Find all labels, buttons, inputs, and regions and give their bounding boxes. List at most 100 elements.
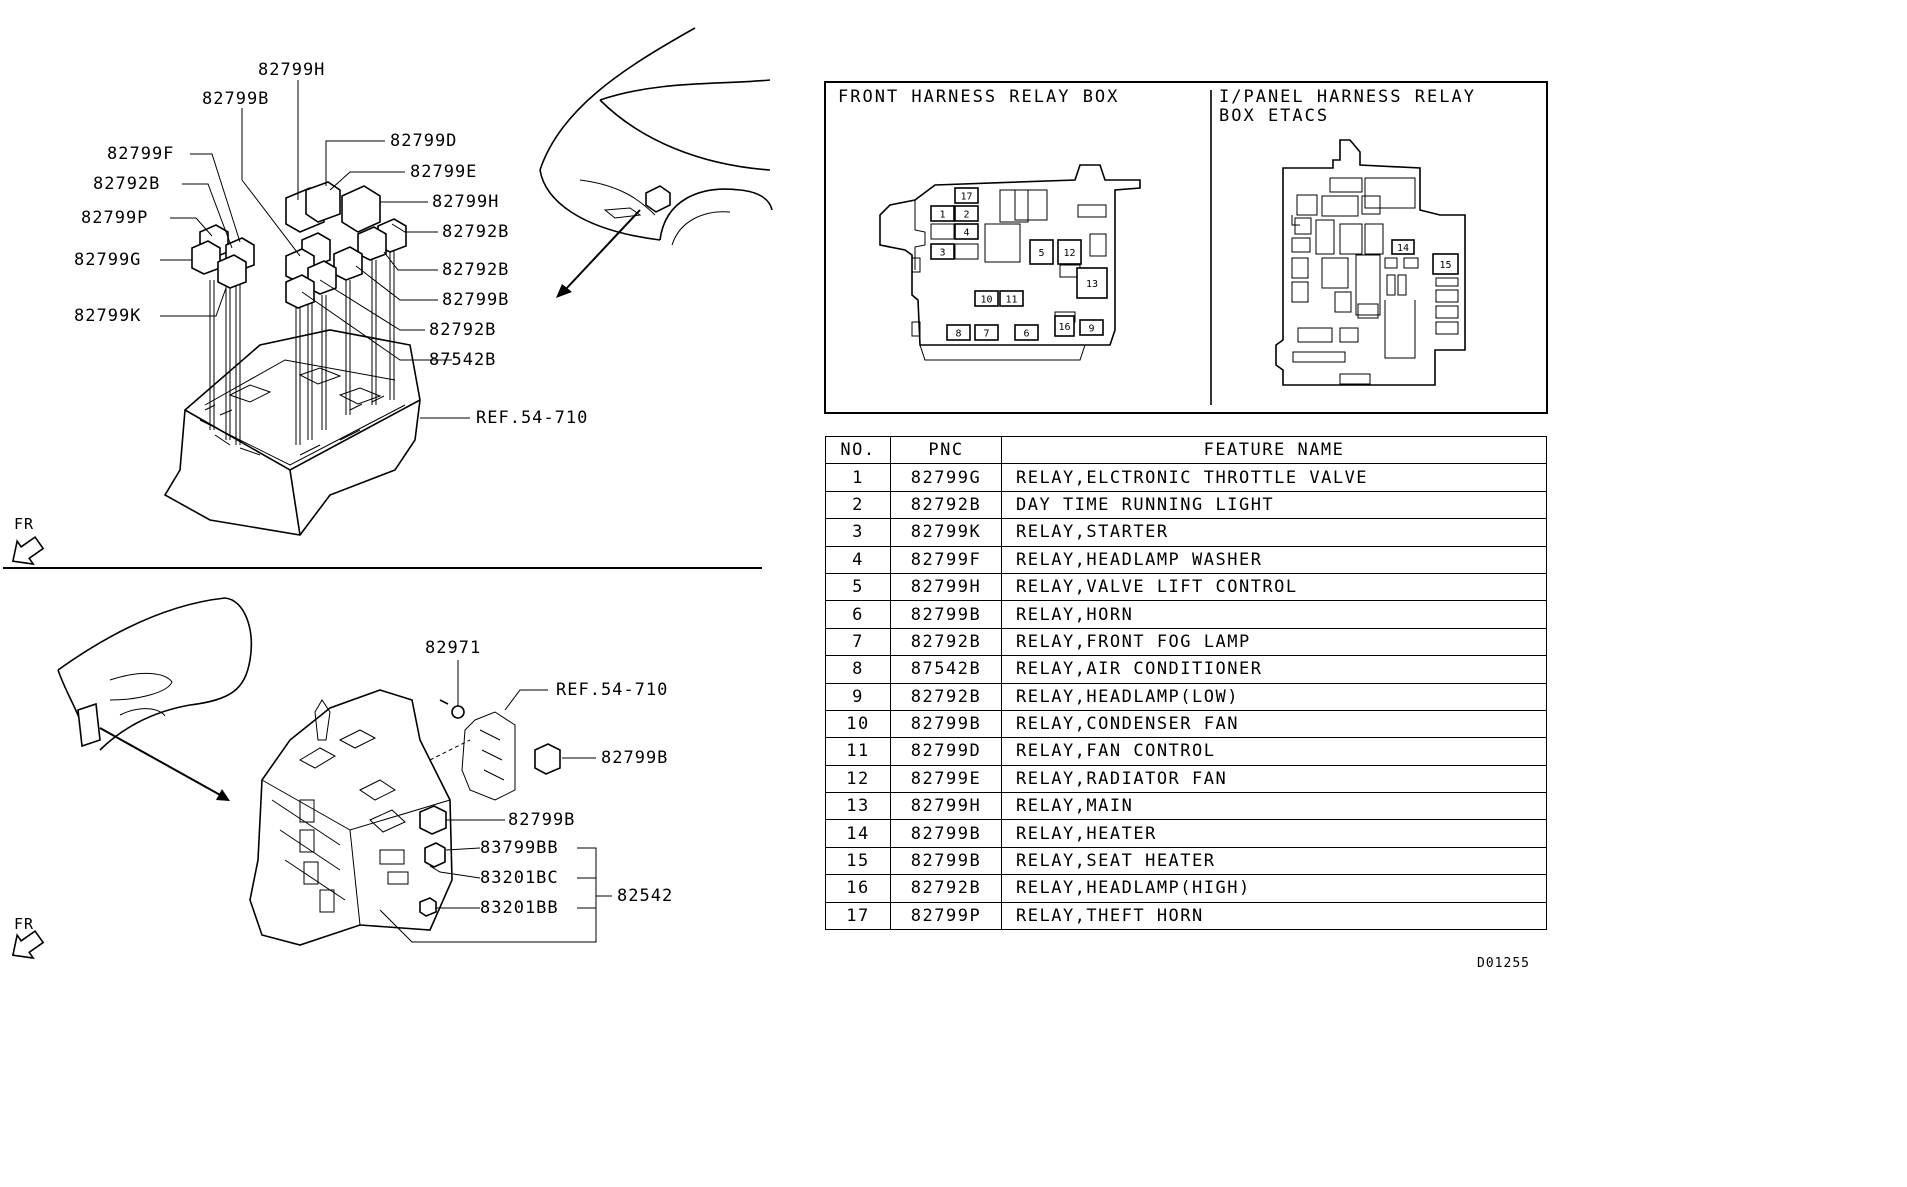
cell-pnc: 82799K — [890, 518, 1002, 547]
cell-pnc: 82799P — [890, 901, 1002, 931]
fr-arrow-icon-bottom — [11, 929, 45, 960]
ref-label-bottom: REF.54-710 — [556, 680, 669, 700]
callout-82792b-left: 82792B — [93, 174, 161, 194]
cell-pnc: 87542B — [890, 655, 1002, 684]
cell-feature-name: RELAY,ELCTRONIC THROTTLE VALVE — [1001, 463, 1547, 492]
cell-no: 4 — [825, 545, 891, 574]
cell-no: 9 — [825, 682, 891, 711]
callout-83201bc: 83201BC — [480, 868, 559, 888]
cell-no: 14 — [825, 819, 891, 848]
dashboard-illustration — [57, 597, 253, 801]
cell-feature-name: RELAY,AIR CONDITIONER — [1001, 655, 1547, 684]
cell-feature-name: RELAY,VALVE LIFT CONTROL — [1001, 572, 1547, 602]
cell-no: 12 — [825, 764, 891, 794]
relay-slot-number: 7 — [983, 329, 989, 340]
callout-82799d: 82799D — [390, 131, 458, 151]
table-header-row: NO. PNC FEATURE NAME — [825, 435, 1547, 465]
relay-slot-number: 16 — [1058, 322, 1070, 333]
cell-no: 8 — [825, 655, 891, 684]
etacs-box-illustration — [249, 689, 561, 946]
cell-pnc: 82792B — [890, 490, 1002, 520]
cell-pnc: 82799B — [890, 709, 1002, 739]
relay-slot-number: 6 — [1023, 329, 1029, 340]
ipanel-harness-relay-slots: 14 15 — [1391, 239, 1459, 287]
parts-diagram-art: 17 1 2 4 3 5 12 13 10 11 8 7 6 16 9 — [3, 27, 1548, 960]
relay-slot-number: 17 — [960, 192, 972, 203]
fr-arrow-icon-top — [11, 535, 45, 566]
cell-no: 13 — [825, 792, 891, 821]
cell-feature-name: RELAY,SEAT HEATER — [1001, 846, 1547, 876]
cell-pnc: 82799B — [890, 819, 1002, 848]
relay-slot-number: 1 — [939, 210, 945, 221]
engine-relay-box-illustration — [163, 181, 421, 536]
callout-82799g: 82799G — [74, 250, 142, 270]
cell-no: 17 — [825, 901, 891, 931]
cell-feature-name: RELAY,RADIATOR FAN — [1001, 764, 1547, 794]
column-header-feature-name: FEATURE NAME — [1001, 435, 1547, 465]
cell-no: 2 — [825, 490, 891, 520]
cell-pnc: 82799G — [890, 463, 1002, 492]
relay-slot-number: 12 — [1063, 248, 1075, 259]
cell-feature-name: RELAY,HEADLAMP WASHER — [1001, 545, 1547, 574]
callout-82799f: 82799F — [107, 144, 175, 164]
cell-pnc: 82799F — [890, 545, 1002, 574]
front-harness-relay-box-title: FRONT HARNESS RELAY BOX — [838, 87, 1120, 107]
callout-82799h-mid: 82799H — [432, 192, 500, 212]
relay-slot-number: 10 — [980, 295, 992, 306]
callout-82542: 82542 — [617, 886, 674, 906]
relay-slot-number: 15 — [1439, 260, 1451, 271]
cell-no: 16 — [825, 874, 891, 903]
car-front-illustration — [539, 27, 773, 298]
relay-slot-number: 2 — [963, 210, 969, 221]
relay-slot-number: 11 — [1005, 295, 1017, 306]
cell-pnc: 82799B — [890, 846, 1002, 876]
cell-no: 10 — [825, 709, 891, 739]
cell-pnc: 82799H — [890, 572, 1002, 602]
cell-no: 6 — [825, 600, 891, 629]
callout-82799b-bottom-1: 82799B — [601, 748, 669, 768]
callout-82792b-right-2: 82792B — [442, 260, 510, 280]
callout-82971: 82971 — [425, 638, 482, 658]
cell-feature-name: RELAY,STARTER — [1001, 518, 1547, 547]
relay-slot-number: 3 — [939, 248, 945, 259]
cell-no: 15 — [825, 846, 891, 876]
cell-feature-name: RELAY,HORN — [1001, 600, 1547, 629]
callout-82792b-right-3: 82792B — [429, 320, 497, 340]
callout-82799k: 82799K — [74, 306, 142, 326]
callout-82799b-top: 82799B — [202, 89, 270, 109]
cell-no: 7 — [825, 627, 891, 657]
cell-feature-name: DAY TIME RUNNING LIGHT — [1001, 490, 1547, 520]
callout-83201bb: 83201BB — [480, 898, 559, 918]
relay-slot-number: 5 — [1038, 248, 1044, 259]
cell-pnc: 82799E — [890, 764, 1002, 794]
cell-pnc: 82792B — [890, 627, 1002, 657]
relay-slot-number: 13 — [1086, 279, 1098, 290]
callout-87542b: 87542B — [429, 350, 497, 370]
cell-pnc: 82792B — [890, 874, 1002, 903]
relay-slot-number: 14 — [1397, 243, 1409, 254]
cell-feature-name: RELAY,MAIN — [1001, 792, 1547, 821]
relay-slot-number: 4 — [963, 228, 969, 239]
ipanel-relay-box-title-line1: I/PANEL HARNESS RELAY — [1219, 87, 1476, 107]
ref-label-top: REF.54-710 — [476, 408, 589, 428]
callout-82799b-right: 82799B — [442, 290, 510, 310]
diagram-id: D01255 — [1477, 956, 1530, 971]
front-harness-relay-box-layout — [879, 164, 1141, 361]
callout-82799b-bottom-2: 82799B — [508, 810, 576, 830]
callout-83799bb: 83799BB — [480, 838, 559, 858]
relay-slot-number: 9 — [1088, 324, 1094, 335]
cell-feature-name: RELAY,CONDENSER FAN — [1001, 709, 1547, 739]
cell-feature-name: RELAY,FRONT FOG LAMP — [1001, 627, 1547, 657]
